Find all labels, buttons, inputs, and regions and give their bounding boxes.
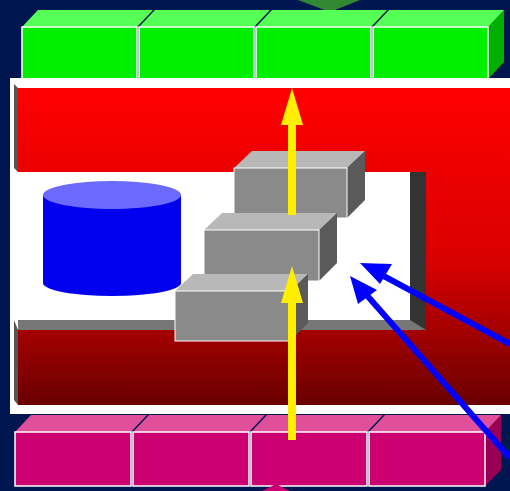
top-block-icon [138, 10, 270, 80]
yellow-arrow-top-icon [281, 88, 303, 215]
gray-block-stack [174, 151, 365, 342]
bottom-block-icon [14, 415, 147, 487]
top-block-row [21, 10, 504, 80]
gray-block-icon [203, 213, 337, 282]
top-block-icon [21, 10, 153, 80]
bottom-block-icon [132, 415, 265, 487]
cylinder-icon [43, 181, 181, 296]
blue-arrow-upper-icon [360, 263, 510, 347]
bottom-block-row [14, 415, 501, 487]
gray-block-icon [233, 151, 365, 219]
bottom-arrow-tip-icon [262, 484, 290, 491]
top-arrow-tip-icon [298, 0, 360, 12]
yellow-arrow-bottom-icon [281, 266, 303, 440]
top-block-icon [255, 10, 387, 80]
bottom-block-icon [250, 415, 383, 487]
bottom-block-icon [368, 415, 501, 487]
top-block-icon [372, 10, 504, 80]
blue-arrow-lower-icon [350, 276, 510, 460]
